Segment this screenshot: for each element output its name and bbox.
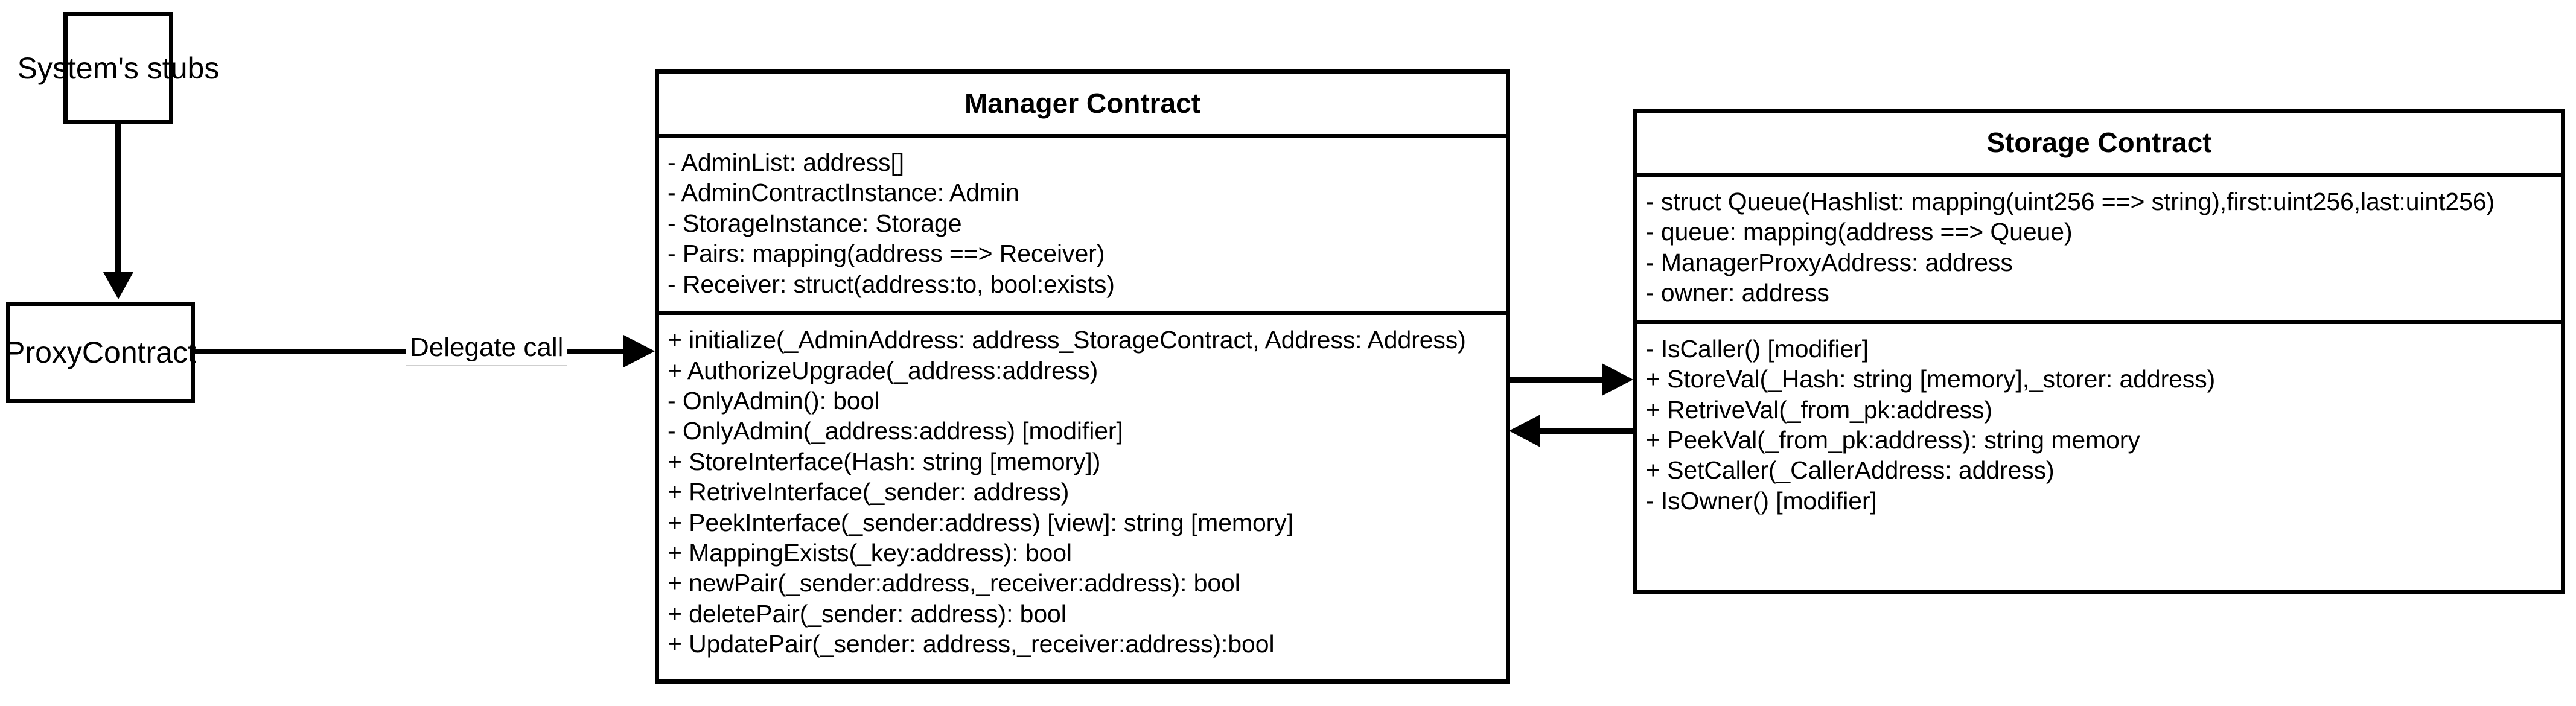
edge-stubs-to-proxy-arrowhead bbox=[103, 272, 133, 299]
method-row: + MappingExists(_key:address): bool bbox=[668, 539, 1072, 567]
method-row: + PeekVal(_from_pk:address): string memo… bbox=[1646, 425, 2140, 454]
method-row: + initialize(_AdminAddress: address_Stor… bbox=[668, 326, 1466, 354]
proxy-contract-label: ProxyContract bbox=[5, 335, 196, 369]
storage-contract-title: Storage Contract bbox=[1986, 127, 2212, 158]
method-row: - IsOwner() [modifier] bbox=[1646, 486, 1877, 515]
manager-contract-methods: + initialize(_AdminAddress: address_Stor… bbox=[659, 315, 1506, 672]
method-row: + RetriveVal(_from_pk:address) bbox=[1646, 395, 1992, 424]
storage-contract-divider-2 bbox=[1637, 320, 2561, 324]
method-row: + AuthorizeUpgrade(_address:address) bbox=[668, 356, 1098, 384]
method-row: - OnlyAdmin(): bool bbox=[668, 386, 880, 415]
method-row: + StoreInterface(Hash: string [memory]) bbox=[668, 447, 1101, 475]
method-row: + SetCaller(_CallerAddress: address) bbox=[1646, 456, 2055, 485]
method-row: + deletePair(_sender: address): bool bbox=[668, 599, 1066, 628]
method-row: + PeekInterface(_sender:address) [view]:… bbox=[668, 508, 1293, 536]
edge-label-delegate-call: Delegate call bbox=[406, 332, 568, 366]
attribute-row: - ManagerProxyAddress: address bbox=[1646, 248, 2013, 276]
node-proxy-contract[interactable]: ProxyContract bbox=[5, 302, 196, 403]
node-manager-contract[interactable]: Manager Contract - AdminList: address[] … bbox=[655, 69, 1510, 684]
system-stubs-label: System's stubs bbox=[17, 51, 220, 85]
storage-contract-attributes: - struct Queue(Hashlist: mapping(uint256… bbox=[1637, 177, 2561, 320]
edge-storage-to-manager-arrowhead bbox=[1509, 415, 1540, 447]
node-system-stubs[interactable]: System's stubs bbox=[18, 12, 219, 124]
node-storage-contract[interactable]: Storage Contract - struct Queue(Hashlist… bbox=[1633, 109, 2565, 594]
attribute-row: - AdminList: address[] bbox=[668, 148, 905, 176]
edge-stubs-to-proxy-line bbox=[115, 124, 121, 272]
attribute-row: - AdminContractInstance: Admin bbox=[668, 179, 1019, 207]
attribute-row: - StorageInstance: Storage bbox=[668, 209, 962, 237]
attribute-row: - Receiver: struct(address:to, bool:exis… bbox=[668, 270, 1115, 298]
method-row: - IsCaller() [modifier] bbox=[1646, 334, 1869, 363]
method-row: + newPair(_sender:address,_receiver:addr… bbox=[668, 569, 1240, 597]
manager-contract-title: Manager Contract bbox=[964, 87, 1201, 119]
edge-manager-to-storage-arrowhead bbox=[1602, 363, 1633, 396]
method-row: - OnlyAdmin(_address:address) [modifier] bbox=[668, 417, 1123, 445]
storage-contract-methods: - IsCaller() [modifier] + StoreVal(_Hash… bbox=[1637, 324, 2561, 529]
edge-proxy-to-manager-arrowhead bbox=[623, 335, 655, 367]
manager-contract-divider-1 bbox=[659, 134, 1506, 138]
method-row: + RetriveInterface(_sender: address) bbox=[668, 478, 1070, 506]
manager-contract-attributes: - AdminList: address[] - AdminContractIn… bbox=[659, 138, 1506, 311]
attribute-row: - Pairs: mapping(address ==> Receiver) bbox=[668, 240, 1105, 268]
method-row: + StoreVal(_Hash: string [memory],_store… bbox=[1646, 365, 2216, 393]
attribute-row: - queue: mapping(address ==> Queue) bbox=[1646, 218, 2073, 246]
edge-storage-to-manager-line bbox=[1540, 428, 1634, 434]
method-row: + UpdatePair(_sender: address,_receiver:… bbox=[668, 630, 1275, 658]
storage-contract-divider-1 bbox=[1637, 173, 2561, 177]
attribute-row: - owner: address bbox=[1646, 279, 1829, 307]
manager-contract-divider-2 bbox=[659, 311, 1506, 316]
attribute-row: - struct Queue(Hashlist: mapping(uint256… bbox=[1646, 188, 2495, 215]
edge-manager-to-storage-line bbox=[1506, 377, 1603, 383]
